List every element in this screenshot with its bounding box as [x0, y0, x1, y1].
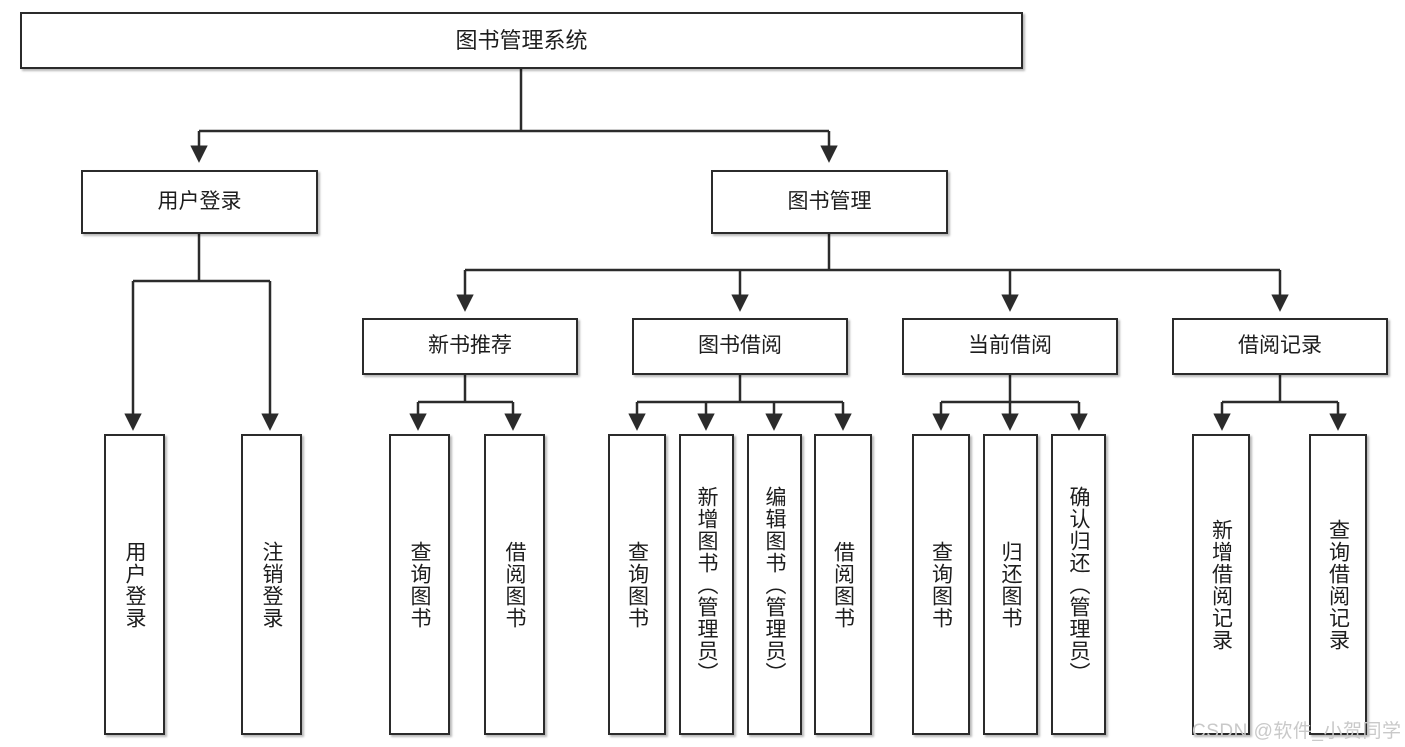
leaf-borrow-book-newbook[interactable]: 借阅图书	[484, 434, 545, 735]
watermark-text: CSDN @软件_小贺同学	[1192, 721, 1402, 742]
leaf-user-login-label: 用户登录	[123, 540, 147, 629]
leaf-query-book-newbook[interactable]: 查询图书	[389, 434, 450, 735]
leaf-query-book-current[interactable]: 查询图书	[912, 434, 970, 735]
leaf-borrow-book-borrow-label: 借阅图书	[831, 540, 855, 629]
node-user-login-label: 用户登录	[157, 189, 242, 213]
leaf-query-borrow-record-label: 查询借阅记录	[1326, 518, 1350, 651]
node-new-book-recommend[interactable]: 新书推荐	[362, 318, 578, 375]
node-current-borrow[interactable]: 当前借阅	[902, 318, 1118, 375]
leaf-edit-book-admin[interactable]: 编辑图书（管理员）	[747, 434, 802, 735]
leaf-add-borrow-record-label: 新增借阅记录	[1209, 518, 1233, 651]
leaf-borrow-book-newbook-label: 借阅图书	[503, 540, 527, 629]
node-book-borrow-label: 图书借阅	[698, 334, 782, 358]
leaf-return-book[interactable]: 归还图书	[983, 434, 1038, 735]
leaf-confirm-return-admin[interactable]: 确认归还（管理员）	[1051, 434, 1106, 735]
leaf-query-book-borrow[interactable]: 查询图书	[608, 434, 666, 735]
leaf-logout-label: 注销登录	[260, 540, 284, 629]
node-book-management[interactable]: 图书管理	[711, 170, 948, 234]
leaf-query-book-current-label: 查询图书	[929, 540, 953, 629]
node-root-label: 图书管理系统	[455, 27, 588, 53]
node-root-book-management-system[interactable]: 图书管理系统	[20, 12, 1023, 69]
node-book-borrow[interactable]: 图书借阅	[632, 318, 848, 375]
node-current-borrow-label: 当前借阅	[968, 334, 1052, 358]
leaf-add-borrow-record[interactable]: 新增借阅记录	[1192, 434, 1250, 735]
leaf-return-book-label: 归还图书	[999, 540, 1023, 629]
node-borrow-record-label: 借阅记录	[1238, 334, 1322, 358]
leaf-add-book-admin-label: 新增图书（管理员）	[695, 485, 719, 684]
leaf-add-book-admin[interactable]: 新增图书（管理员）	[679, 434, 734, 735]
leaf-query-book-borrow-label: 查询图书	[625, 540, 649, 629]
node-borrow-record[interactable]: 借阅记录	[1172, 318, 1388, 375]
leaf-confirm-return-admin-label: 确认归还（管理员）	[1067, 485, 1091, 684]
node-new-book-recommend-label: 新书推荐	[428, 334, 512, 358]
node-book-management-label: 图书管理	[787, 189, 872, 213]
node-user-login[interactable]: 用户登录	[81, 170, 318, 234]
leaf-edit-book-admin-label: 编辑图书（管理员）	[763, 485, 787, 684]
leaf-query-borrow-record[interactable]: 查询借阅记录	[1309, 434, 1367, 735]
leaf-borrow-book-borrow[interactable]: 借阅图书	[814, 434, 872, 735]
leaf-user-login[interactable]: 用户登录	[104, 434, 165, 735]
leaf-logout[interactable]: 注销登录	[241, 434, 302, 735]
leaf-query-book-newbook-label: 查询图书	[408, 540, 432, 629]
